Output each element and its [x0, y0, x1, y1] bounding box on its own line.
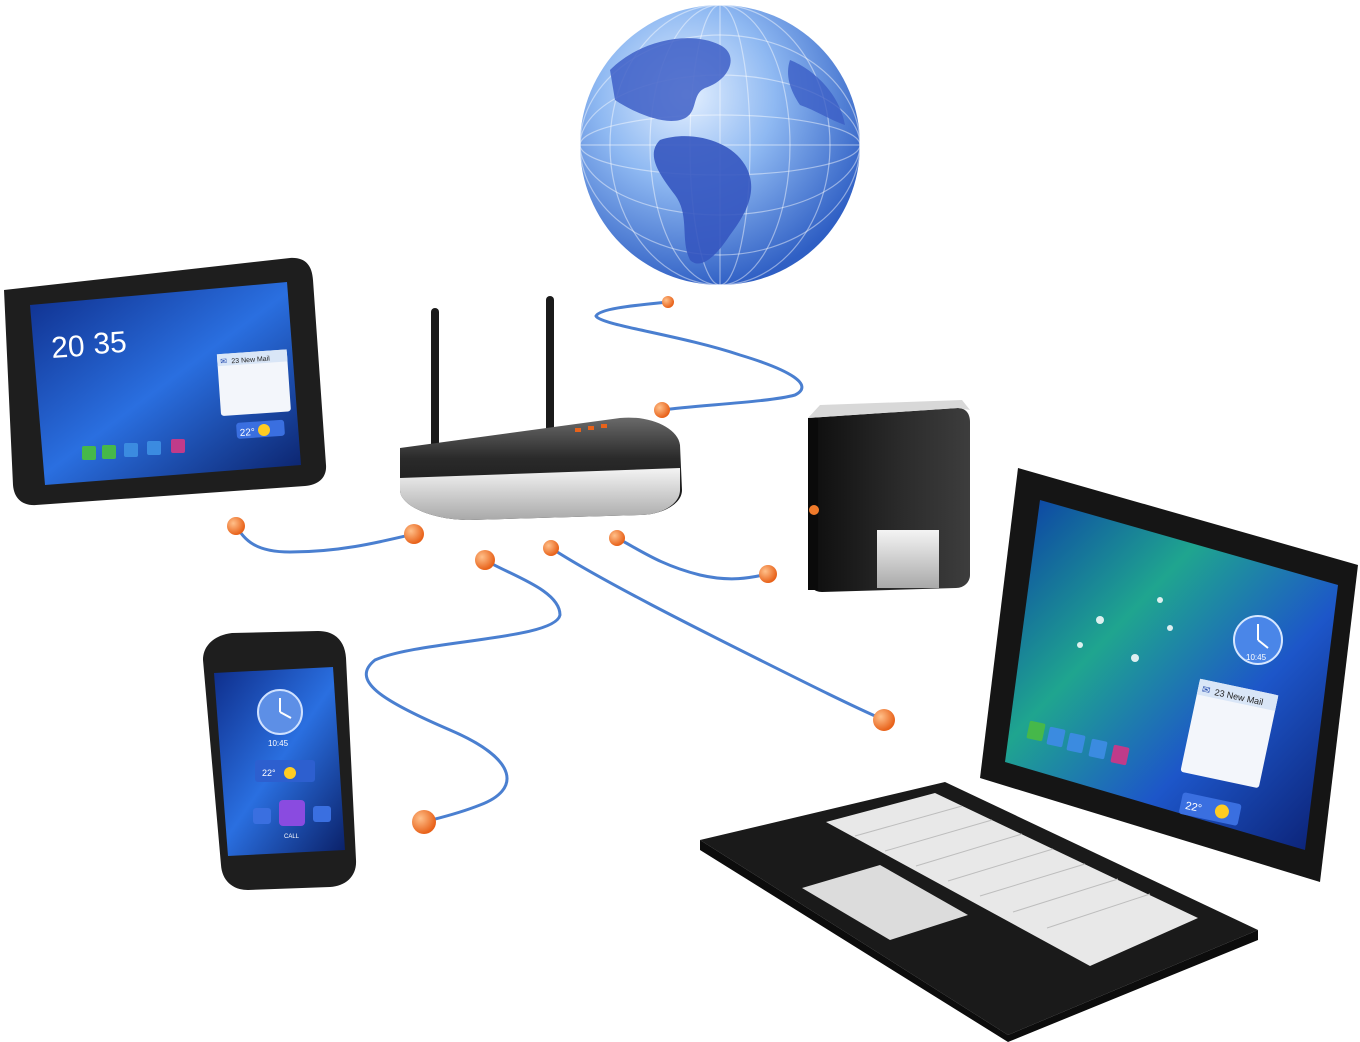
laptop-icon: 10:45 ✉ 23 New Mail 22° — [700, 468, 1358, 1042]
laptop-temperature: 22° — [1184, 800, 1203, 815]
laptop-touchpad — [802, 865, 968, 940]
cable-phone-router — [364, 558, 562, 824]
network-cables — [234, 300, 886, 824]
connector-ball — [873, 709, 895, 731]
mail-icon: ✉ — [1201, 684, 1211, 697]
connector-ball — [759, 565, 777, 583]
laptop-mail-widget: ✉ 23 New Mail — [1180, 678, 1279, 788]
phone-temperature: 22° — [262, 768, 276, 778]
sun-icon — [258, 424, 270, 436]
cable-connectors — [227, 296, 895, 834]
connector-ball — [654, 402, 670, 418]
tablet-mail-badge: 23 New Mail — [231, 356, 270, 366]
tablet-app-dock — [82, 439, 185, 460]
mail-icon: ✉ — [220, 357, 228, 366]
connector-ball — [412, 810, 436, 834]
tablet-temperature: 22° — [239, 427, 255, 439]
phone-clock-time: 10:45 — [268, 739, 289, 748]
globe — [579, 4, 861, 286]
tablet-clock-minutes: 35 — [92, 326, 128, 361]
tablet-screen — [30, 282, 301, 485]
laptop-weather: 22° — [1179, 792, 1242, 826]
tablet-icon: 20 35 ✉ 23 New Mail 22° — [4, 257, 327, 506]
connector-ball — [227, 517, 245, 535]
call-icon — [279, 800, 305, 826]
laptop-clock-time: 10:45 — [1246, 653, 1267, 662]
router-icon — [400, 296, 682, 520]
connector-ball — [475, 550, 495, 570]
connector-ball — [543, 540, 559, 556]
connector-ball — [609, 530, 625, 546]
laptop-app-dock — [1026, 720, 1130, 766]
sun-icon — [1214, 804, 1229, 819]
cable-tablet-router — [234, 524, 416, 554]
phone-icon: 10:45 22° CALL — [203, 631, 357, 890]
sun-icon — [284, 767, 296, 779]
connector-ball — [404, 524, 424, 544]
server-icon — [808, 400, 970, 592]
tablet-mail-widget: ✉ 23 New Mail — [216, 349, 291, 416]
laptop-keyboard — [826, 793, 1198, 966]
cable-laptop-router — [549, 546, 886, 722]
tablet-weather: 22° — [236, 419, 285, 439]
tablet-clock-hours: 20 — [50, 330, 86, 365]
connector-ball — [662, 296, 674, 308]
cable-globe-router — [594, 300, 804, 412]
phone-call-label: CALL — [284, 834, 300, 840]
cable-server-router — [615, 536, 770, 581]
